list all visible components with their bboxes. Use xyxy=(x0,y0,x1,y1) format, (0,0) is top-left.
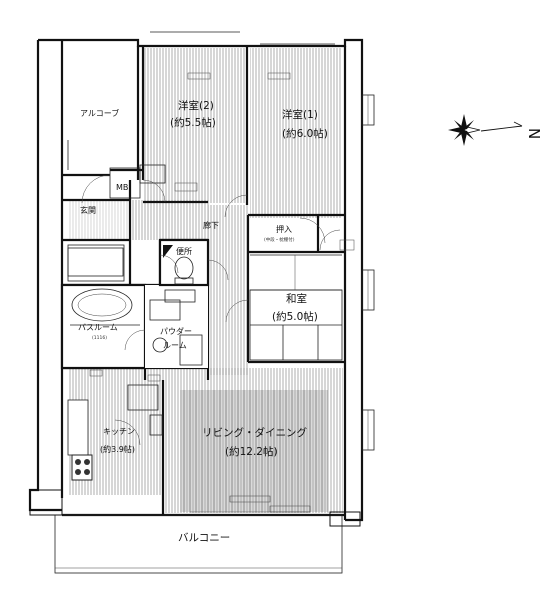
western-room-2-size: (約5.5帖) xyxy=(170,116,216,129)
windows xyxy=(150,31,375,516)
japanese-room-name: 和室 xyxy=(286,292,307,305)
western-room-2-name: 洋室(2) xyxy=(178,99,214,112)
fixtures xyxy=(60,164,210,481)
flooring xyxy=(68,48,343,513)
kitchen-name: キッチン xyxy=(103,427,135,436)
bathroom-label: バスルーム xyxy=(78,323,118,332)
compass-arrow-line xyxy=(480,125,523,132)
compass-north-label: N xyxy=(525,128,543,139)
hallway-label: 廊下 xyxy=(203,220,219,230)
mb-label: MB xyxy=(116,183,128,192)
japanese-room-tatami xyxy=(249,254,343,361)
living-dining-size: (約12.2帖) xyxy=(225,445,278,458)
room-labels: アルコーブ 洋室(2) (約5.5帖) 洋室(1) (約6.0帖) MB 玄関 … xyxy=(78,99,328,544)
alcove-label: アルコーブ xyxy=(80,108,119,118)
compass-star-icon xyxy=(448,114,481,146)
entrance-label: 玄関 xyxy=(80,205,96,215)
annotation-marks xyxy=(89,72,355,513)
closet-note: (中段・枕棚付) xyxy=(264,236,295,243)
powder-room-label-1: パウダー xyxy=(160,326,192,336)
toilet-label: 便所 xyxy=(176,246,192,256)
western-room-1-size: (約6.0帖) xyxy=(282,127,328,140)
balcony-label: バルコニー xyxy=(178,532,230,544)
japanese-room-size: (約5.0帖) xyxy=(272,310,318,323)
powder-room-label-2: ルーム xyxy=(163,341,187,350)
compass-rose: N xyxy=(448,114,543,146)
bathroom-note: (1116) xyxy=(92,335,107,341)
doors xyxy=(81,174,341,446)
living-dining-name: リビング・ダイニング xyxy=(202,426,307,439)
closet-label: 押入 xyxy=(276,224,292,234)
kitchen-size: (約3.9帖) xyxy=(100,444,135,454)
western-room-1-name: 洋室(1) xyxy=(282,108,318,121)
